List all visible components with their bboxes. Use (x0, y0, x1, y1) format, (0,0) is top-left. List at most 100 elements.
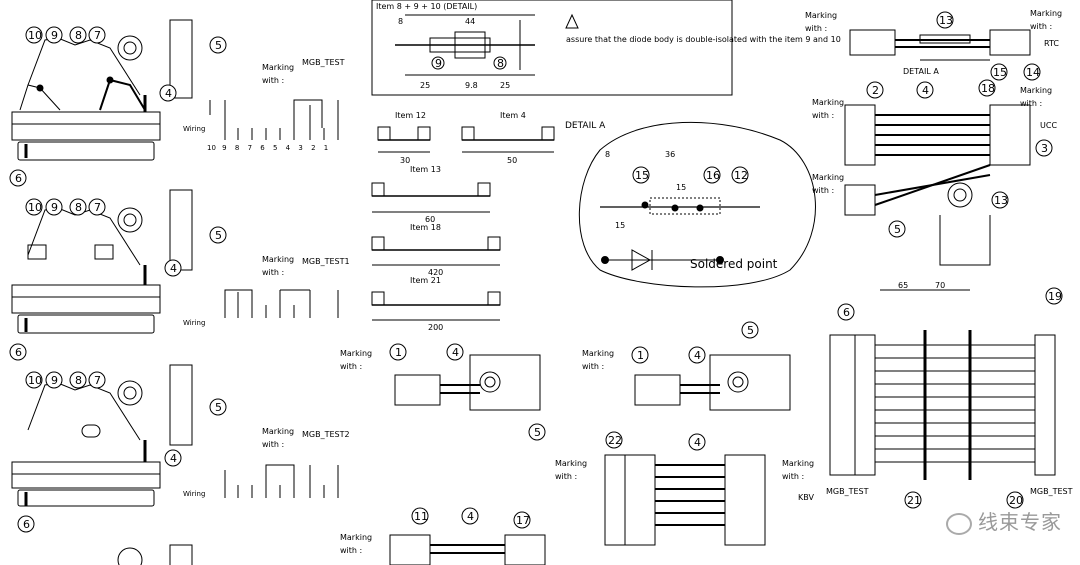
svg-text:3: 3 (1041, 142, 1048, 155)
detail-dim-8: 8 (398, 17, 403, 26)
marking-label-hc1: Marking (812, 173, 844, 182)
connector-set-1 (11, 19, 193, 161)
balloon-3: 3 (1035, 139, 1053, 157)
with-label-rtc: with : (805, 24, 827, 33)
balloon-6b: 6 (9, 343, 27, 361)
svg-text:14: 14 (1026, 66, 1040, 79)
svg-text:1: 1 (395, 346, 402, 359)
balloon-5d: 5 (528, 423, 546, 441)
balloon-16: 15 (632, 166, 650, 184)
balloon-8: 8 (69, 26, 87, 44)
balloon-20: 19 (1045, 287, 1063, 305)
svg-text:10: 10 (28, 201, 42, 214)
svg-text:19: 19 (1048, 290, 1062, 303)
balloon-6d: 6 (837, 303, 855, 321)
svg-text:6: 6 (15, 346, 22, 359)
svg-text:4: 4 (467, 510, 474, 523)
detail-a-dim-36: 36 (665, 150, 675, 159)
detail-a-dim-8: 8 (605, 150, 610, 159)
svg-text:13: 13 (994, 194, 1008, 207)
balloon-1a: 1 (389, 343, 407, 361)
wiring-tag-2: Wiring (183, 319, 205, 327)
svg-text:6: 6 (15, 172, 22, 185)
watermark: 线束专家 (946, 506, 1062, 535)
balloon-7c: 7 (88, 371, 106, 389)
svg-text:7: 7 (94, 374, 101, 387)
balloons: 10 9 8 7 5 4 6 10 9 8 7 5 4 6 10 9 8 7 5… (9, 11, 1063, 533)
balloon-11: 11 (411, 507, 429, 525)
svg-text:5: 5 (894, 223, 901, 236)
soldered-point-label: Soldered point (690, 257, 778, 271)
with-label-3: with : (262, 440, 284, 449)
svg-text:4: 4 (452, 346, 459, 359)
kbv-harness (604, 454, 766, 546)
balloon-4g: 4 (688, 433, 706, 451)
pin-row-2 (224, 289, 339, 318)
balloon-4c: 4 (164, 449, 182, 467)
balloon-9c: 9 (45, 371, 63, 389)
svg-text:7: 7 (94, 201, 101, 214)
detail-dim-25b: 25 (500, 81, 510, 90)
detail-dim-25a: 25 (420, 81, 430, 90)
balloon-2: 2 (866, 81, 884, 99)
svg-text:4: 4 (922, 84, 929, 97)
detail-a-label: DETAIL A (565, 121, 606, 131)
balloon-9d: 9 (431, 56, 445, 70)
marking-mgb-test-right: MGB_TEST (1030, 487, 1073, 496)
balloon-5f: 5 (888, 220, 906, 238)
pin-row-1 (209, 99, 339, 140)
svg-text:15: 15 (993, 66, 1007, 79)
marking-label-1: Marking (262, 63, 294, 72)
balloon-15: 15 (990, 63, 1008, 81)
svg-text:18: 18 (981, 82, 995, 95)
pin-numbers-1: 10 9 8 7 6 5 4 3 2 1 (207, 144, 328, 152)
balloon-19: 17 (513, 511, 531, 529)
with-label-bottom: with : (340, 546, 362, 555)
item-21-label: Item 21 (410, 276, 441, 285)
marking-mgb-test1: MGB_TEST1 (302, 257, 350, 266)
svg-text:4: 4 (170, 452, 177, 465)
marking-label-kbv: Marking (555, 459, 587, 468)
svg-text:9: 9 (435, 57, 442, 70)
with-label-kss1: with : (582, 362, 604, 371)
balloon-10c: 10 (25, 371, 43, 389)
balloon-8d: 8 (493, 56, 507, 70)
balloon-4e: 4 (688, 346, 706, 364)
pin-row-3 (224, 464, 339, 498)
marking-label-3: Marking (262, 427, 294, 436)
svg-text:5: 5 (215, 229, 222, 242)
kss1-harness (634, 354, 791, 411)
svg-text:16: 16 (706, 169, 720, 182)
detail-a (578, 121, 816, 288)
svg-text:9: 9 (51, 29, 58, 42)
marking-label-can-ucc: Marking (812, 98, 844, 107)
marking-mgb-test2: MGB_TEST2 (302, 430, 350, 439)
balloon-6c: 6 (17, 515, 35, 533)
balloon-14: 14 (1023, 63, 1041, 81)
item-4-wire (461, 126, 555, 153)
marking-label-kbv2: Marking (782, 459, 814, 468)
svg-text:4: 4 (170, 262, 177, 275)
balloon-22: 21 (904, 491, 922, 509)
item-12-wire (377, 126, 431, 153)
detail-a-dim-15a: 15 (676, 183, 686, 192)
with-label-can-ucc: with : (812, 111, 834, 120)
marking-label-ucc: Marking (1020, 86, 1052, 95)
svg-text:10: 10 (28, 374, 42, 387)
svg-text:2: 2 (872, 84, 879, 97)
item-4-total: 50 (507, 156, 517, 165)
balloon-6: 6 (9, 169, 27, 187)
item-21-total: 200 (428, 323, 443, 332)
detail-dim-44: 44 (465, 17, 475, 26)
svg-text:8: 8 (75, 29, 82, 42)
balloon-8b: 8 (69, 198, 87, 216)
mgb-ladder (829, 289, 1056, 480)
svg-text:6: 6 (23, 518, 30, 531)
balloon-4b: 4 (164, 259, 182, 277)
balloon-9b: 9 (45, 198, 63, 216)
svg-text:4: 4 (165, 87, 172, 100)
ucc-harness (844, 104, 1031, 266)
marking-ucc: UCC (1040, 121, 1057, 130)
balloon-4: 4 (159, 84, 177, 102)
item-18-label: Item 18 (410, 223, 441, 232)
